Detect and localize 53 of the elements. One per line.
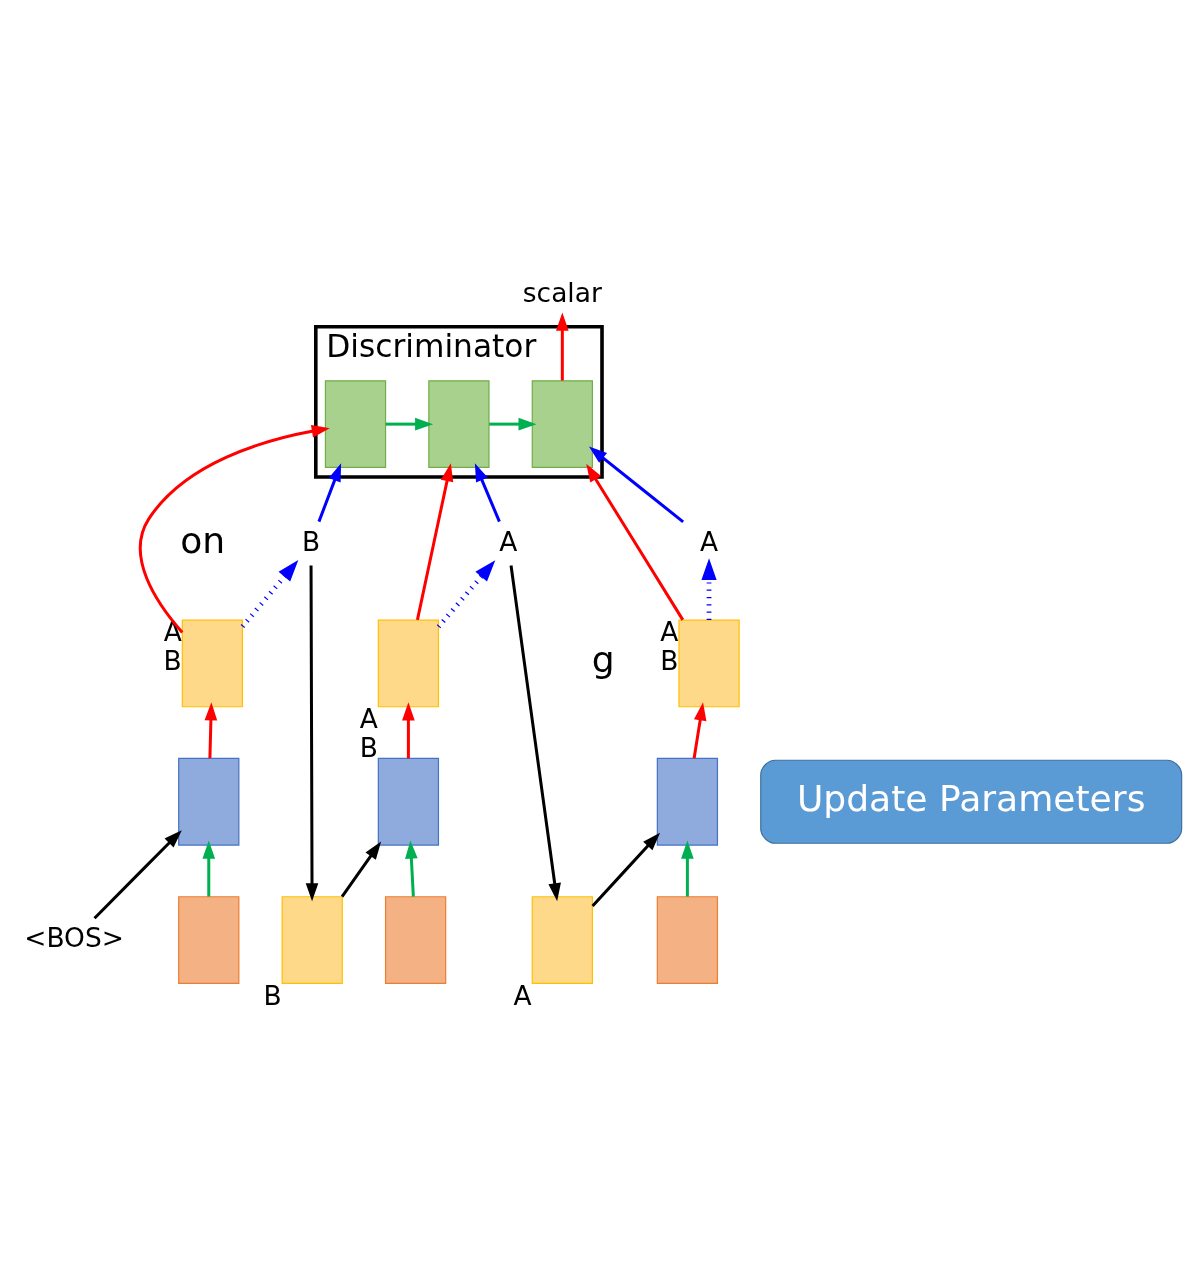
arrow <box>340 840 382 897</box>
arrow <box>305 565 319 901</box>
arrow <box>202 840 216 897</box>
cluster: Discriminator <box>314 324 604 479</box>
label: g <box>591 638 615 681</box>
node-label: B <box>263 978 282 1010</box>
node-text: A <box>499 525 518 557</box>
arrow <box>489 417 537 430</box>
node-box <box>178 757 240 846</box>
node-box <box>281 895 343 984</box>
node-box <box>678 619 740 707</box>
arrow <box>681 840 694 897</box>
node-label: B <box>163 644 182 676</box>
arrow <box>317 462 342 522</box>
arrow <box>405 840 418 897</box>
node-box <box>377 619 440 707</box>
arrow <box>556 312 569 381</box>
arrow <box>692 701 707 759</box>
node-text: scalar <box>522 276 602 308</box>
arrow <box>385 417 434 430</box>
node-text: <BOS> <box>24 921 124 953</box>
node-box <box>428 379 490 468</box>
arrow <box>701 557 717 620</box>
arrow <box>588 446 685 523</box>
node-box <box>531 895 593 984</box>
node-label: A <box>359 702 378 734</box>
node-box <box>181 619 244 707</box>
node-box <box>531 379 593 468</box>
arrow <box>436 559 496 628</box>
node-box: Update Parameters <box>760 759 1183 844</box>
arrow <box>586 463 685 621</box>
arrow <box>93 829 182 919</box>
node-box <box>324 379 387 468</box>
node-text: B <box>301 525 321 557</box>
arrow <box>415 462 454 620</box>
node-label: A <box>513 978 532 1010</box>
node-label: B <box>359 731 378 763</box>
node-box <box>656 895 719 984</box>
arrow <box>240 559 299 628</box>
arrow <box>204 701 218 758</box>
arrow <box>138 424 330 633</box>
node-label: A <box>660 615 679 647</box>
arrow <box>509 564 561 901</box>
node-label: B <box>660 644 679 676</box>
node-text: A <box>699 525 719 557</box>
node-box <box>178 895 240 984</box>
arrow <box>474 462 501 522</box>
node-box <box>656 757 719 846</box>
node-box <box>384 895 447 984</box>
node-box <box>377 757 440 846</box>
arrow <box>402 701 415 758</box>
label: on <box>180 519 226 562</box>
arrow <box>591 832 661 907</box>
